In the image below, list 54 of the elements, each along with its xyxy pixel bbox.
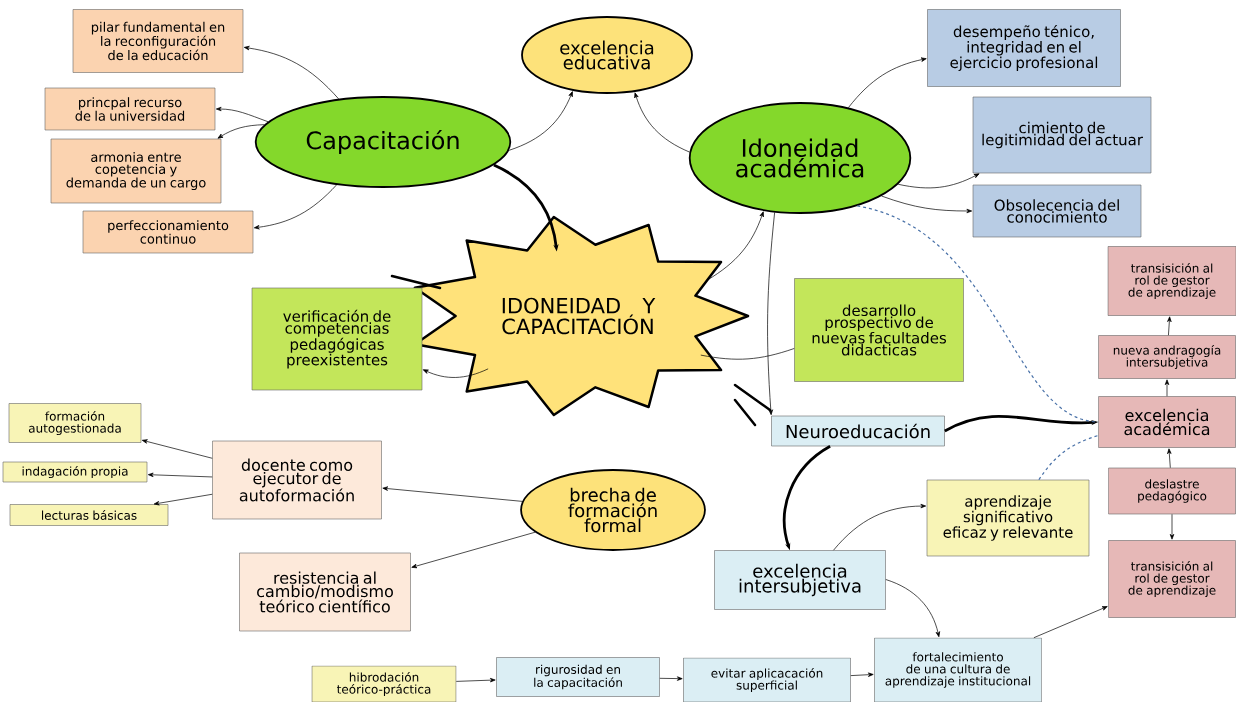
concept-box: transisición al rol de gestor de aprendizaje: [1108, 540, 1236, 618]
concept-box: Obsolecencia del conocimiento: [972, 184, 1142, 238]
arrow: [147, 472, 213, 478]
arrow: [885, 579, 940, 638]
arrow: [1033, 606, 1108, 639]
concept-box: resistencia al cambio/modismo teórico científico: [239, 552, 411, 632]
concept-box: deslastre pedagógico: [1108, 467, 1236, 515]
arrow: [141, 439, 213, 459]
concept-box: desarrollo prospectivo de nuevas facultades didacticas: [794, 278, 964, 382]
concept-box: Neuroeducación: [771, 415, 945, 447]
arrow: [215, 106, 269, 123]
concept-box: fortalecimiento de una cultura de aprendizaje institucional: [874, 637, 1042, 702]
concept-box: cimiento de legitimidad del actuar: [972, 96, 1152, 174]
concept-box: perfeccionamiento continuo: [82, 210, 254, 254]
arrow: [1167, 316, 1172, 336]
concept-box: evitar aplicacación superficial: [683, 657, 851, 702]
arrow: [897, 173, 980, 189]
concept-box: indagación propia: [2, 461, 148, 483]
arrow: [1164, 379, 1170, 397]
arrow: [634, 92, 690, 153]
arrow: [833, 503, 927, 551]
arrow: [1169, 513, 1175, 540]
arrow: [411, 531, 536, 569]
concept-box: excelencia intersubjetiva: [714, 550, 886, 610]
concept-box: princpal recurso de la universidad: [44, 87, 216, 131]
concept-box: docente como ejecutor de autoformación: [212, 440, 382, 520]
concept-box: nueva andragogía intersubjetiva: [1098, 335, 1236, 379]
concept-box: pilar fundamental en la reconfiguración de la educación: [72, 9, 244, 73]
concept-box: hibrodación teórico-práctica: [311, 665, 457, 702]
arrow: [153, 493, 213, 506]
arrow: [848, 57, 927, 108]
arrow: [243, 45, 340, 100]
arrow: [706, 211, 764, 281]
arrow: [767, 212, 775, 416]
arrow: [508, 91, 573, 151]
arrow: [1167, 448, 1172, 469]
concept-box: transisición al rol de gestor de aprendizaje: [1107, 246, 1236, 316]
arrow: [659, 676, 683, 681]
arrow: [382, 486, 523, 502]
concept-box: desempeño ténico, integridad en el ejercicio profesional: [927, 9, 1121, 87]
arrow: [422, 368, 489, 378]
concept-box: aprendizaje significativo eficaz y relevante: [926, 479, 1090, 557]
arrow: [850, 672, 874, 677]
concept-box: rigurosidad en la capacitación: [496, 657, 660, 697]
arrow: [455, 678, 496, 683]
concept-box: excelencia académica: [1098, 396, 1236, 448]
concept-box: verificación de competencias pedagógicas preexistentes: [251, 287, 423, 391]
concept-box: armonia entre copetencia y demanda de un cargo: [50, 138, 222, 204]
arrow: [881, 195, 973, 214]
arrow: [253, 184, 337, 230]
starburst: IDONEIDAD Y CAPACITACIÓN: [413, 215, 750, 417]
concept-box: formación autogestionada: [8, 403, 142, 443]
arrow: [217, 124, 265, 139]
concept-box: lecturas básicas: [9, 504, 169, 526]
